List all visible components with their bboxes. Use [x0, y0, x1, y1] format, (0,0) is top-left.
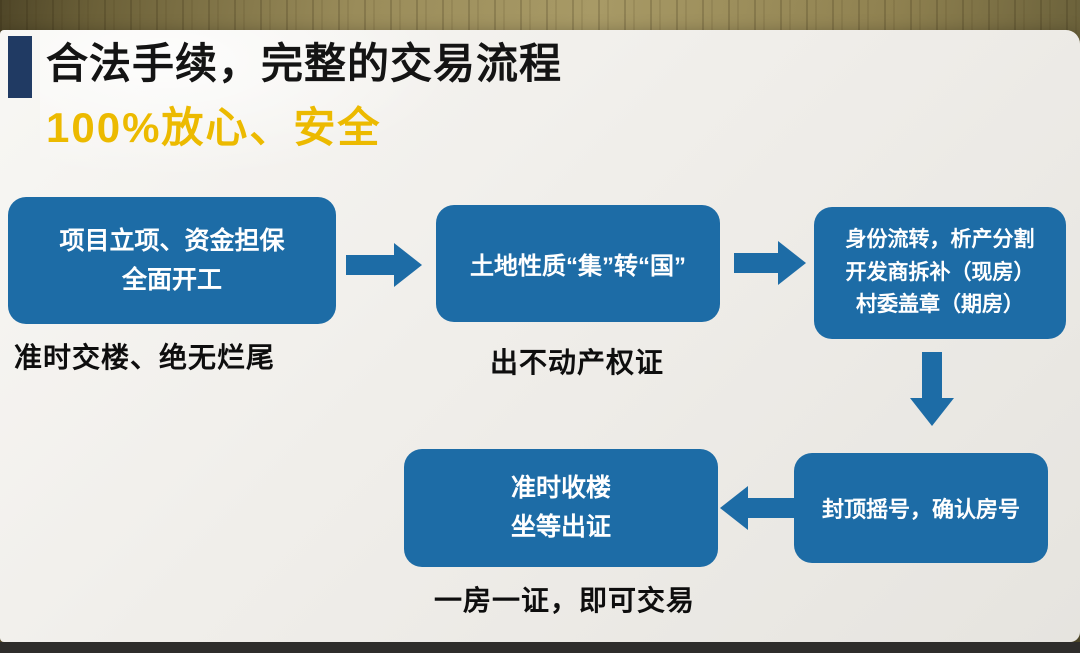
table-edge-shadow	[0, 642, 1080, 653]
flow-box-handover: 准时收楼 坐等出证	[404, 449, 718, 567]
arrow-right-icon	[346, 243, 422, 287]
flow-box-line: 封顶摇号，确认房号	[821, 497, 1020, 522]
flow-box-line: 身份流转，析产分割	[845, 228, 1035, 252]
flow-box-line: 土地性质“集”转“国”	[470, 253, 686, 280]
arrow-down-icon	[910, 352, 954, 426]
arrow-left-icon	[720, 486, 794, 530]
flow-box-land-status: 土地性质“集”转“国”	[436, 205, 720, 322]
slide-subtitle: 100%放心、安全	[46, 104, 382, 151]
flow-box-line: 准时收楼	[510, 474, 611, 503]
title-accent-bar	[8, 36, 32, 98]
flow-box-line: 全面开工	[121, 265, 222, 294]
flow-caption-one-house-one-cert: 一房一证，即可交易	[434, 585, 696, 616]
flow-box-identity-transfer: 身份流转，析产分割 开发商拆补（现房） 村委盖章（期房）	[814, 207, 1066, 339]
flow-box-project-approval: 项目立项、资金担保 全面开工	[8, 197, 336, 324]
flow-caption-on-time-delivery: 准时交楼、绝无烂尾	[14, 342, 276, 373]
flow-box-line: 开发商拆补（现房）	[845, 260, 1035, 284]
flow-box-line: 村委盖章（期房）	[856, 293, 1024, 317]
arrow-right-icon	[734, 241, 806, 285]
flow-box-room-number-confirm: 封顶摇号，确认房号	[794, 453, 1048, 563]
flow-caption-property-certificate: 出不动产权证	[490, 347, 665, 378]
page-title: 合法手续，完整的交易流程	[46, 40, 563, 87]
flow-box-line: 坐等出证	[510, 513, 611, 541]
flow-box-line: 项目立项、资金担保	[59, 226, 285, 255]
